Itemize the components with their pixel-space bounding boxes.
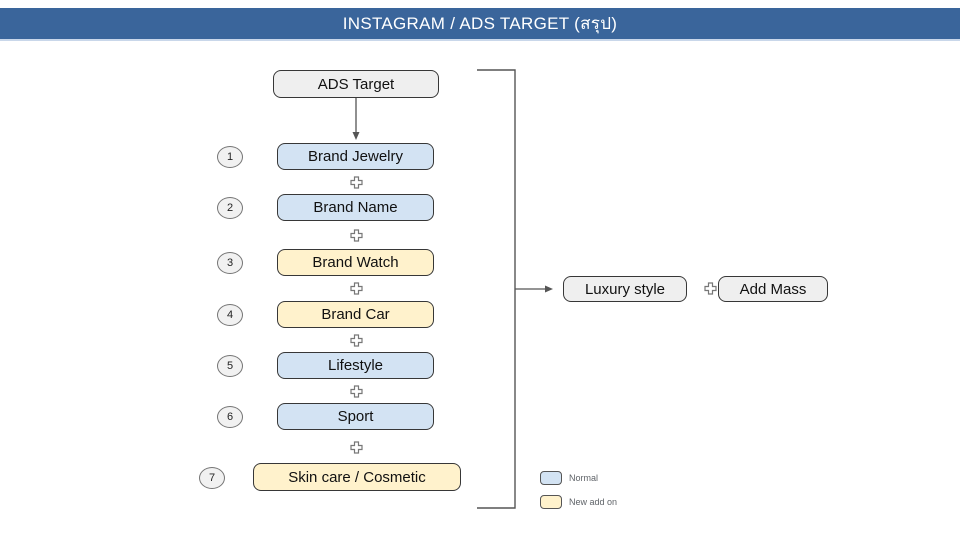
flow-node: Brand Jewelry	[277, 143, 434, 170]
flow-node: Sport	[277, 403, 434, 430]
flow-node-root: ADS Target	[273, 70, 439, 98]
flow-node: Brand Name	[277, 194, 434, 221]
plus-icon	[350, 334, 363, 347]
plus-icon	[350, 229, 363, 242]
step-number-badge: 2	[217, 197, 243, 219]
header-bar: INSTAGRAM / ADS TARGET (สรุป)	[0, 8, 960, 41]
flow-node-result-left: Luxury style	[563, 276, 687, 302]
flow-node: Skin care / Cosmetic	[253, 463, 461, 491]
plus-icon	[704, 282, 717, 295]
flow-node: Brand Watch	[277, 249, 434, 276]
legend-swatch-new-add-on	[540, 495, 562, 509]
legend-item-new-add-on: New add on	[540, 495, 617, 509]
plus-icon	[350, 282, 363, 295]
bracket-line	[477, 69, 516, 509]
plus-icon	[350, 441, 363, 454]
plus-icon	[350, 385, 363, 398]
step-number-badge: 4	[217, 304, 243, 326]
step-number-badge: 1	[217, 146, 243, 168]
plus-icon	[350, 176, 363, 189]
flow-node-result-right: Add Mass	[718, 276, 828, 302]
step-number-badge: 5	[217, 355, 243, 377]
arrow-right-icon	[515, 285, 553, 293]
legend-label: New add on	[569, 497, 618, 507]
arrow-down-icon	[352, 98, 360, 140]
step-number-badge: 7	[199, 467, 225, 489]
page-title: INSTAGRAM / ADS TARGET (สรุป)	[342, 14, 618, 33]
legend-label: Normal	[569, 473, 599, 483]
flow-node: Brand Car	[277, 301, 434, 328]
step-number-badge: 3	[217, 252, 243, 274]
flow-node: Lifestyle	[277, 352, 434, 379]
legend-swatch-normal	[540, 471, 562, 485]
legend-item-normal: Normal	[540, 471, 598, 485]
step-number-badge: 6	[217, 406, 243, 428]
